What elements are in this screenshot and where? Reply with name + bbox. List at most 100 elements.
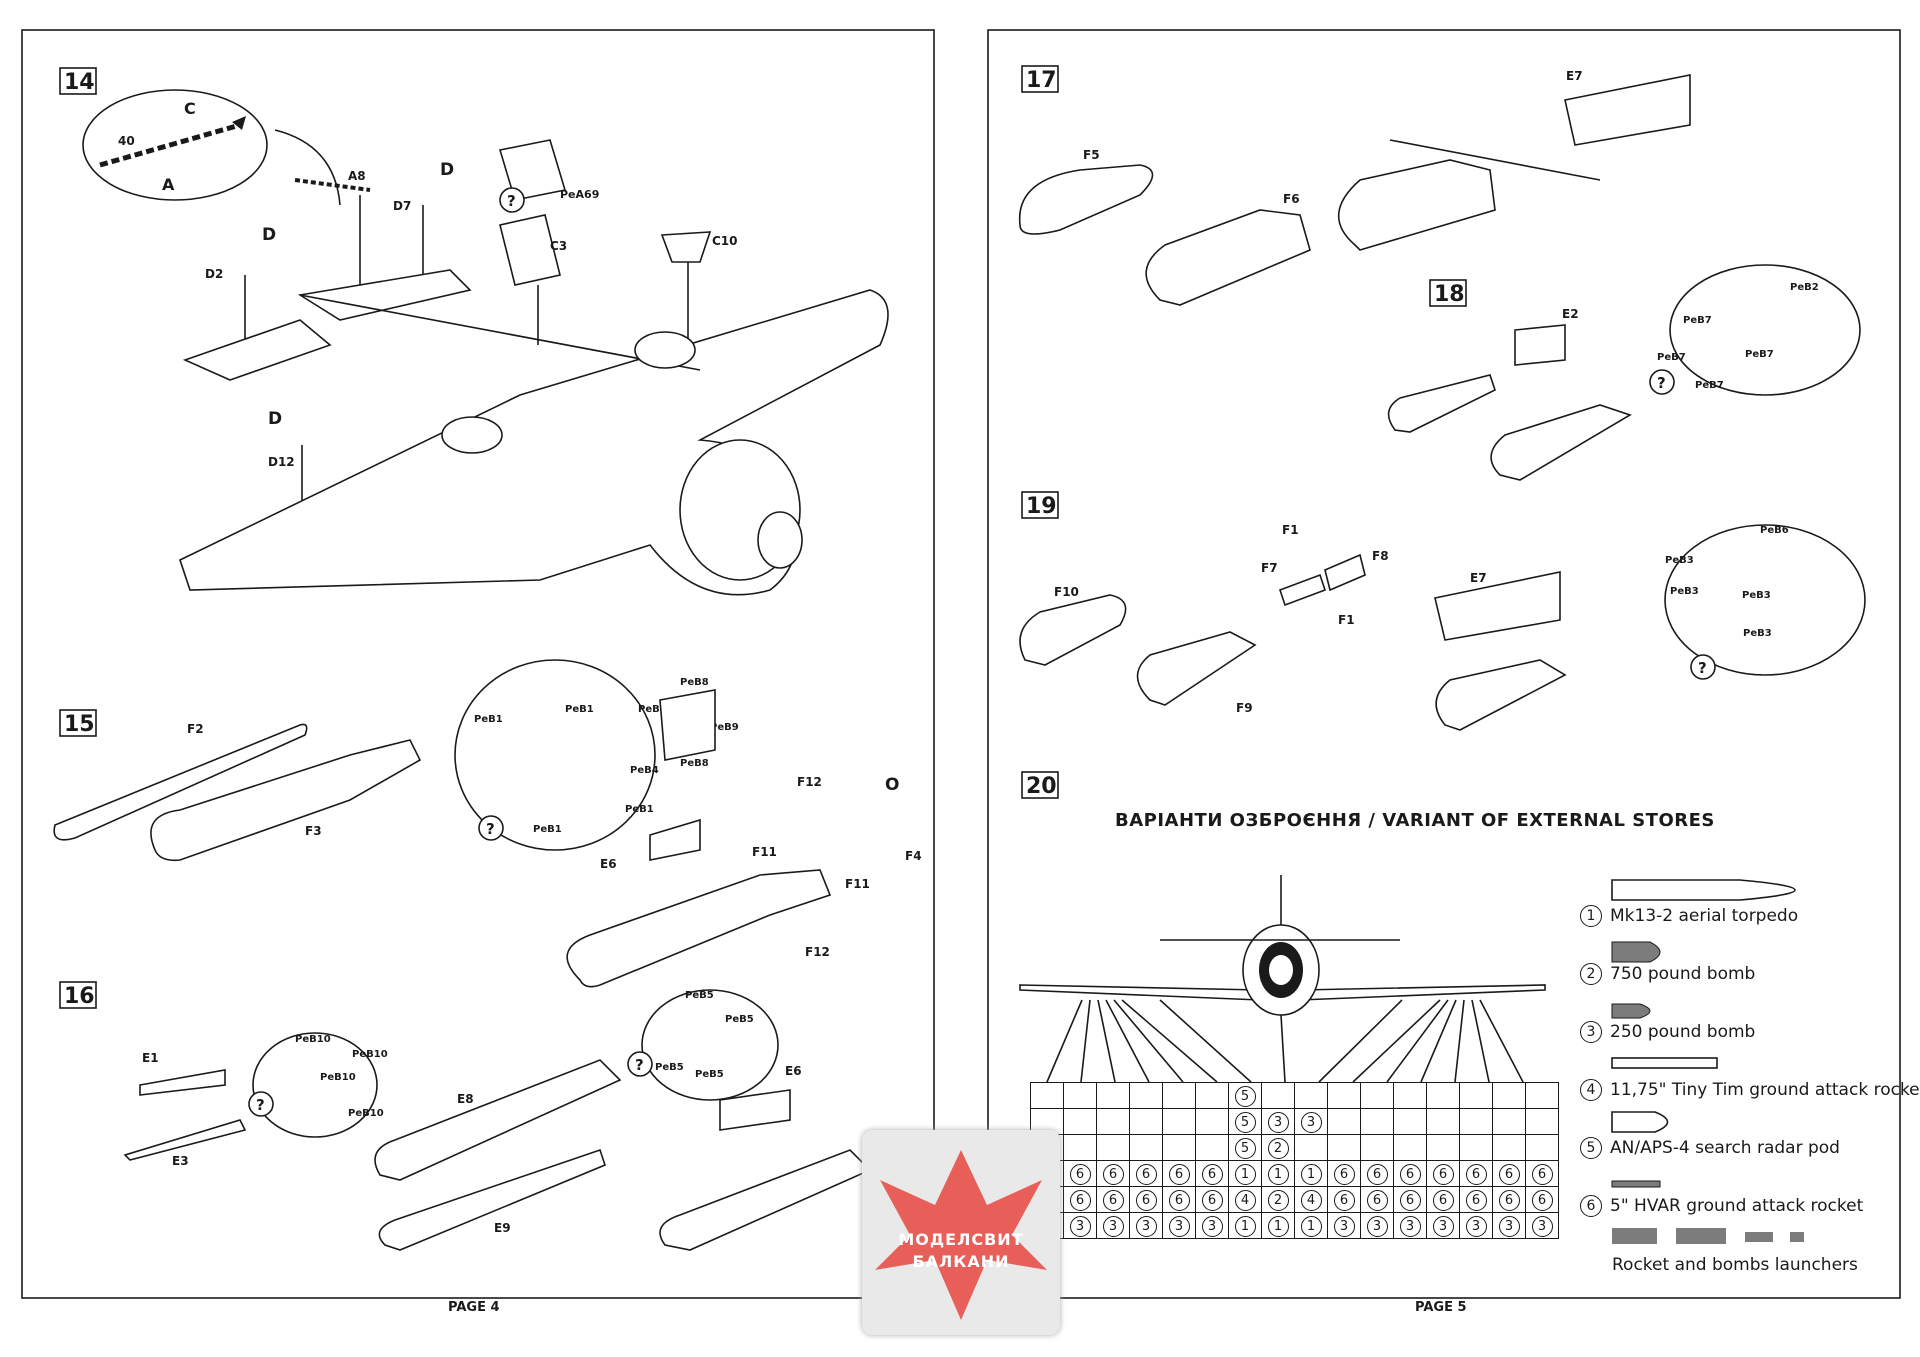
- step-14-badge: [59, 67, 97, 95]
- stores-table-cell: [1162, 1134, 1196, 1161]
- torpedo-icon: [1611, 879, 1796, 901]
- store-number: 6: [1465, 1163, 1487, 1185]
- part-E7: [1434, 571, 1561, 641]
- label-PeB6: PeB6: [1760, 525, 1789, 536]
- stores-table-cell: 6: [1525, 1186, 1559, 1213]
- label-PeB8: PeB8: [680, 758, 709, 769]
- watermark: МОДЕЛСВИТ БАЛКАНИ: [862, 1130, 1060, 1335]
- step-15-badge: [59, 709, 97, 737]
- stores-table-cell: 6: [1525, 1160, 1559, 1187]
- label-F7: F7: [1261, 561, 1278, 575]
- stores-table-cell: 3: [1063, 1212, 1097, 1239]
- stores-table-cell: 6: [1327, 1186, 1361, 1213]
- antenna-mast-part: [99, 122, 241, 168]
- rocket-E3: [123, 1119, 247, 1161]
- stores-table-cell: [1129, 1082, 1163, 1109]
- hvar-rocket-icon: [1611, 1180, 1661, 1188]
- store-number: 6: [1399, 1163, 1421, 1185]
- stores-table-cell: 3: [1261, 1108, 1295, 1135]
- store-number: 3: [1333, 1215, 1355, 1237]
- label-PeB5: PeB5: [725, 1014, 754, 1025]
- watermark-line-2: БАЛКАНИ: [912, 1252, 1010, 1271]
- label-PeB10: PeB10: [295, 1034, 331, 1045]
- stores-table-cell: [1327, 1134, 1361, 1161]
- stores-table-cell: 3: [1360, 1212, 1394, 1239]
- stores-table-cell: 6: [1492, 1186, 1526, 1213]
- label-F11: F11: [845, 877, 870, 891]
- label-PeB5: PeB5: [685, 990, 714, 1001]
- stores-table-cell: 6: [1360, 1160, 1394, 1187]
- stores-table: 5533526666661116666666666666424666666633…: [1030, 1082, 1559, 1239]
- stores-table-cell: [1360, 1082, 1394, 1109]
- step-20: 20: [1019, 771, 1804, 1244]
- stores-table-cell: [1492, 1108, 1526, 1135]
- label-F4: F4: [905, 849, 922, 863]
- stores-table-cell: 3: [1459, 1212, 1493, 1239]
- legend-number: 5: [1580, 1137, 1602, 1159]
- stores-table-cell: [1129, 1134, 1163, 1161]
- label-PeB7: PeB7: [1657, 352, 1686, 363]
- label-PeB2: PeB2: [1790, 282, 1819, 293]
- store-number: 3: [1465, 1215, 1487, 1237]
- part-PeA69: [498, 139, 567, 201]
- fuel-tank: [1337, 159, 1496, 251]
- label-PeB10: PeB10: [320, 1072, 356, 1083]
- label-PeB10: PeB10: [352, 1049, 388, 1060]
- store-number: 3: [1135, 1215, 1157, 1237]
- step-19-badge: [1021, 491, 1059, 519]
- label-F1: F1: [1338, 613, 1355, 627]
- label-E7: E7: [1566, 69, 1583, 83]
- stores-table-cell: [1063, 1082, 1097, 1109]
- label-PeB7: PeB7: [1695, 380, 1724, 391]
- label-C10: C10: [712, 234, 738, 248]
- label-F11: F11: [752, 845, 777, 859]
- stores-table-cell: 6: [1426, 1186, 1460, 1213]
- store-number: 1: [1234, 1215, 1256, 1237]
- legend-footer: Rocket and bombs launchers: [1612, 1255, 1858, 1275]
- label-D7: D7: [393, 199, 411, 213]
- right-page-frame: [987, 29, 1901, 1299]
- label-E7: E7: [1470, 571, 1487, 585]
- step-17-number: 17: [1026, 68, 1057, 93]
- part-E7: [1564, 74, 1691, 146]
- left-page-frame: [21, 29, 935, 1299]
- stores-table-cell: 3: [1162, 1212, 1196, 1239]
- bomb-750-icon: [1611, 941, 1661, 963]
- stores-table-cell: 5: [1228, 1108, 1262, 1135]
- step-20-number: 20: [1026, 774, 1057, 799]
- label-PeB1: PeB1: [565, 704, 594, 715]
- store-number: 6: [1069, 1163, 1091, 1185]
- store-number: 6: [1465, 1189, 1487, 1211]
- label-40: 40: [118, 134, 135, 148]
- label-E2: E2: [1562, 307, 1579, 321]
- optional-marker: [248, 1091, 274, 1117]
- stores-table-cell: 6: [1393, 1160, 1427, 1187]
- stores-table-cell: [1327, 1082, 1361, 1109]
- page-number-left: PAGE 4: [448, 1300, 500, 1315]
- store-number: 6: [1168, 1189, 1190, 1211]
- label-F6: F6: [1283, 192, 1300, 206]
- label-PeA69: PeA69: [560, 188, 599, 201]
- optional-marker: [627, 1051, 653, 1077]
- stores-table-cell: [1294, 1082, 1328, 1109]
- drop-tank: [566, 869, 832, 988]
- store-number: 3: [1069, 1215, 1091, 1237]
- pylon-leaders: [1046, 999, 1524, 1083]
- stores-table-row: 6666661116666666: [1030, 1160, 1559, 1187]
- part-E1: [139, 1069, 226, 1096]
- tailplane-left: [182, 319, 332, 381]
- label-D-left: D: [262, 225, 276, 245]
- watermark-logo-icon: [875, 1150, 1047, 1320]
- step-18-detail-callout: [1669, 264, 1861, 396]
- part-E9: [378, 1148, 606, 1251]
- label-F12: F12: [797, 775, 822, 789]
- store-number: 3: [1498, 1215, 1520, 1237]
- label-PeB7: PeB7: [1745, 349, 1774, 360]
- label-D12: D12: [268, 455, 295, 469]
- store-number: 6: [1366, 1163, 1388, 1185]
- store-number: 5: [1234, 1111, 1256, 1133]
- store-number: 1: [1300, 1215, 1322, 1237]
- stores-table-cell: 4: [1228, 1186, 1262, 1213]
- store-number: 6: [1135, 1163, 1157, 1185]
- stores-table-cell: [1162, 1108, 1196, 1135]
